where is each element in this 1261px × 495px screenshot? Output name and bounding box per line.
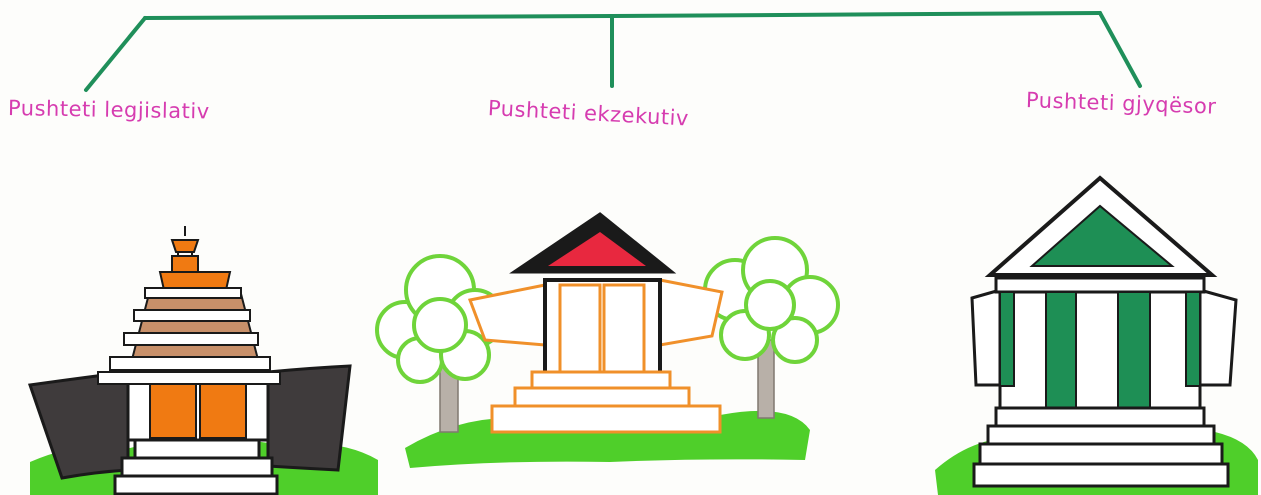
judicial-entablature: [996, 278, 1204, 292]
executive-right-tree-canopy: [705, 238, 838, 362]
judicial-step-3: [980, 444, 1222, 464]
connector-left-branch: [86, 18, 145, 90]
legislative-tier-5: [98, 372, 280, 384]
legislative-door-left: [150, 384, 196, 438]
legislative-tier-3: [124, 333, 258, 345]
judicial-building: [935, 178, 1258, 495]
connector-right-branch: [1100, 13, 1140, 86]
executive-door-right: [604, 285, 644, 373]
judicial-step-1: [996, 408, 1204, 426]
legislative-step-3: [115, 476, 277, 494]
executive-building: [377, 214, 838, 468]
legislative-branch-label: Pushteti legjislativ: [8, 96, 210, 124]
legislative-step-2: [122, 458, 272, 476]
judicial-column-1: [1000, 292, 1014, 386]
judicial-right-wing: [1200, 290, 1236, 385]
judicial-column-4: [1186, 292, 1200, 386]
judicial-step-2: [988, 426, 1214, 444]
executive-door-left: [560, 285, 600, 373]
legislative-finial-base: [172, 256, 198, 272]
executive-step-3: [492, 406, 720, 432]
legislative-door-right: [200, 384, 246, 438]
connector-tree: [86, 13, 1140, 90]
judicial-column-2: [1046, 292, 1076, 408]
executive-step-1: [532, 372, 670, 388]
judicial-body: [1000, 285, 1200, 410]
executive-right-wing: [660, 280, 722, 345]
connector-top-bar: [145, 13, 1100, 18]
judicial-column-3: [1118, 292, 1150, 408]
executive-step-2: [515, 388, 689, 406]
legislative-tier-2: [134, 310, 250, 321]
legislative-step-1: [135, 440, 259, 458]
legislative-tier-4: [110, 357, 270, 370]
judicial-step-4: [974, 464, 1228, 486]
legislative-tier-1: [145, 288, 241, 298]
judicial-left-wing: [972, 290, 1000, 385]
legislative-building: [30, 226, 378, 495]
